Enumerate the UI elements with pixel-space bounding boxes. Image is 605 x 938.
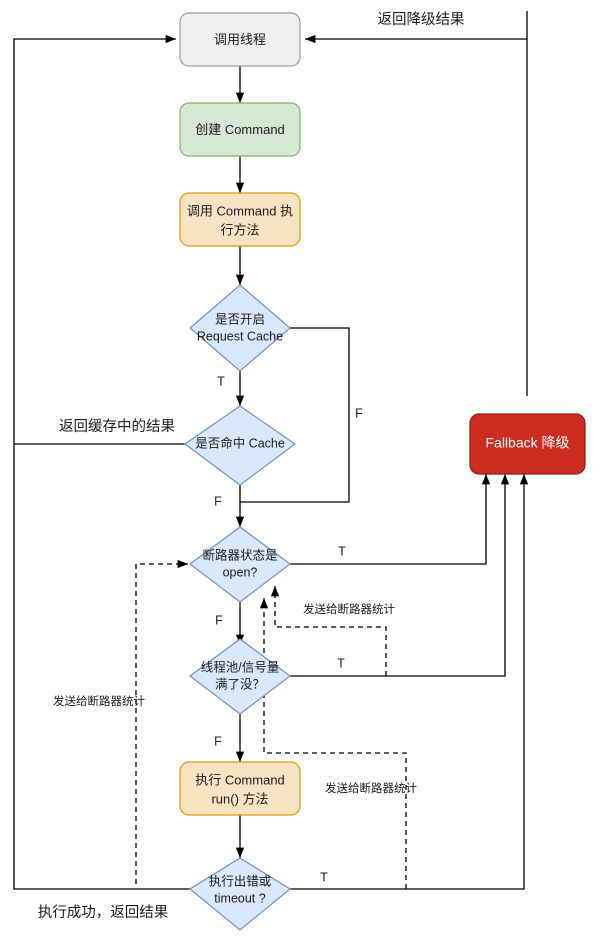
edge-label-return-cached-result: 返回缓存中的结果: [59, 418, 175, 435]
edge-pool-full-true-to-fallback: [289, 474, 510, 677]
edge-label-t-error-timeout: T: [320, 870, 328, 884]
node-pool-full-label-line2: 满了没？: [215, 676, 265, 691]
node-create-command-label: 创建 Command: [195, 122, 285, 137]
edge-label-f-cache-hit: F: [214, 494, 222, 508]
edge-label-t-pool-full: T: [337, 656, 345, 670]
node-invoke-exec-label-line1: 调用 Command 执: [187, 203, 293, 218]
edge-label-f-pool-full: F: [214, 734, 222, 748]
node-create-command[interactable]: [179, 102, 301, 157]
node-caller[interactable]: [179, 12, 301, 67]
node-pool-full[interactable]: [188, 638, 292, 715]
node-request-cache-enabled-label-line2: Request Cache: [197, 329, 283, 343]
edge-circuit-open-true-to-fallback: [289, 474, 491, 565]
edge-label-send-circuit-stats-1: 发送给断路器统计: [303, 602, 395, 616]
node-caller-label: 调用线程: [214, 32, 266, 47]
edge-label-t-circuit-open: T: [338, 544, 346, 558]
node-cache-hit[interactable]: [183, 405, 297, 486]
node-fallback[interactable]: [469, 413, 586, 475]
node-run-method[interactable]: [179, 761, 301, 816]
edge-label-send-circuit-stats-2: 发送给断路器统计: [325, 781, 417, 795]
edge-label-send-circuit-stats-3: 发送给断路器统计: [53, 694, 145, 708]
edge-label-return-fallback-result: 返回降级结果: [378, 11, 465, 28]
edge-left-return-to-caller: [13, 34, 176, 884]
edge-label-f-circuit-open: F: [215, 613, 223, 627]
edge-stats-from-pool-full: [270, 586, 387, 676]
edge-request-cache-false-bypass: [240, 327, 350, 503]
node-cache-hit-label: 是否命中 Cache: [195, 435, 285, 450]
node-circuit-open[interactable]: [188, 526, 292, 603]
node-error-or-timeout-label-line2: timeout ?: [214, 891, 265, 905]
node-run-method-label-line1: 执行 Command: [195, 772, 285, 787]
edge-stats-from-left-column: [135, 559, 188, 884]
node-request-cache-enabled-label-line1: 是否开启: [215, 312, 265, 326]
edge-error-timeout-true-to-fallback: [289, 474, 529, 890]
node-circuit-open-label-line1: 断路器状态是: [202, 547, 278, 562]
edge-fallback-return-to-caller: [305, 11, 528, 396]
node-error-or-timeout[interactable]: [188, 857, 292, 931]
node-request-cache-enabled[interactable]: [189, 284, 291, 372]
node-invoke-exec-label-line2: 行方法: [220, 222, 259, 237]
node-fallback-label: Fallback 降级: [485, 435, 569, 451]
node-error-or-timeout-label-line1: 执行出错或: [209, 874, 272, 888]
edge-error-timeout-false-success: [13, 884, 191, 890]
edge-label-t-cache-enabled: T: [217, 374, 225, 388]
node-invoke-exec[interactable]: [179, 192, 301, 247]
edge-stats-from-run-method: [259, 598, 407, 889]
edge-label-f-cache-enabled: F: [355, 406, 363, 420]
node-run-method-label-line2: run() 方法: [211, 791, 268, 806]
edge-label-success-return-result: 执行成功，返回结果: [38, 904, 169, 921]
node-circuit-open-label-line2: open?: [223, 565, 258, 579]
node-pool-full-label-line1: 线程池/信号量: [201, 659, 279, 674]
